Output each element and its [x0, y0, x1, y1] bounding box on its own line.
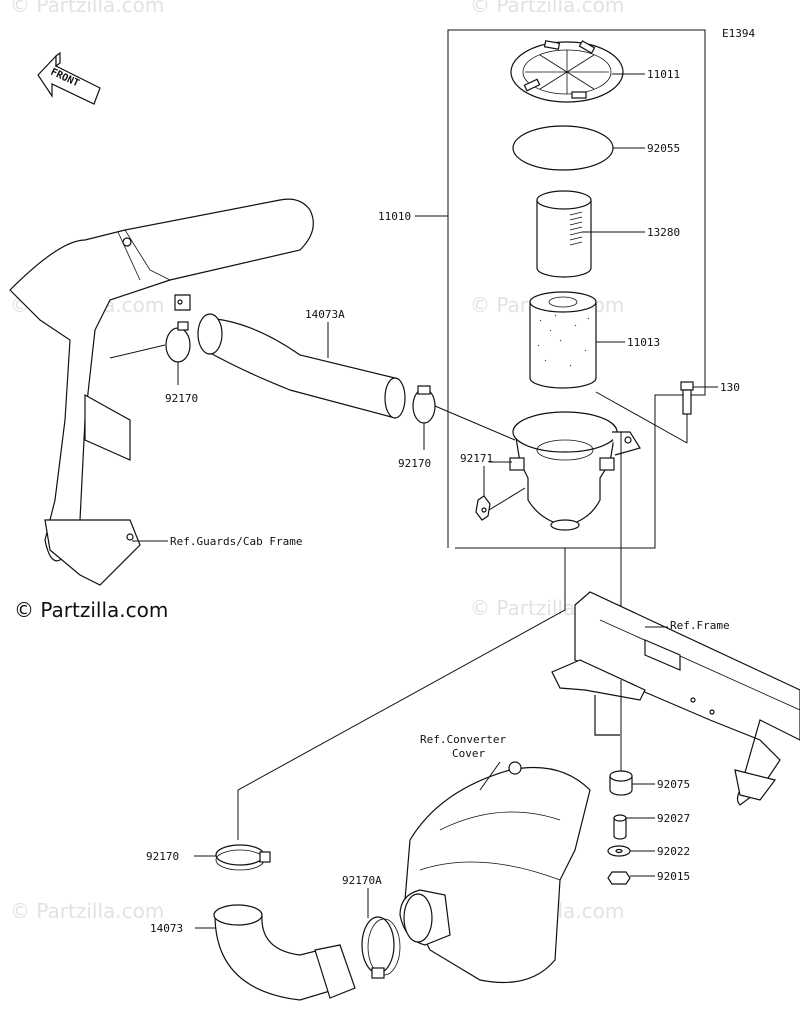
label-14073A: 14073A	[305, 308, 345, 321]
converter-cover	[399, 761, 591, 983]
assembly-box-11010	[447, 29, 706, 549]
ref-guards-cab-frame: Ref.Guards/Cab Frame	[170, 535, 302, 548]
frame-main	[551, 591, 800, 806]
diagram-code: E1394	[722, 27, 755, 40]
front-arrow-icon: FRONT	[37, 51, 101, 105]
ref-frame: Ref.Frame	[670, 619, 730, 632]
watermark: © Partzilla.com	[10, 0, 164, 17]
part-14073A-intake-tube	[197, 313, 406, 419]
label-92022: 92022	[657, 845, 690, 858]
label-92055: 92055	[647, 142, 680, 155]
watermark: © Partzilla.com	[470, 0, 624, 17]
ref-converter-line2: Cover	[452, 747, 485, 760]
partzilla-credit: © Partzilla.com	[14, 598, 168, 622]
ref-converter-line1: Ref.Converter	[420, 733, 506, 746]
label-92171: 92171	[460, 452, 493, 465]
label-130: 130	[720, 381, 740, 394]
part-11011-cover	[510, 40, 624, 103]
label-14073: 14073	[150, 922, 183, 935]
part-130-bolt	[680, 381, 694, 415]
frame-guards-cab	[9, 198, 314, 586]
label-92027: 92027	[657, 812, 690, 825]
part-92055-oring	[512, 125, 614, 171]
label-11011: 11011	[647, 68, 680, 81]
part-92170-clamp-left	[165, 321, 191, 363]
part-92015-nut	[607, 871, 631, 885]
label-92170-left: 92170	[165, 392, 198, 405]
part-92075-grommet	[609, 770, 633, 796]
part-92170-clamp-low	[215, 844, 271, 871]
part-11013-filter-element	[529, 291, 597, 389]
label-92170-mid: 92170	[398, 457, 431, 470]
label-92170-low: 92170	[146, 850, 179, 863]
part-13280-inner-filter	[536, 190, 592, 278]
label-92015: 92015	[657, 870, 690, 883]
label-13280: 13280	[647, 226, 680, 239]
label-92170A: 92170A	[342, 874, 382, 887]
part-92171-clip	[475, 495, 491, 521]
label-11010: 11010	[378, 210, 411, 223]
watermark: © Partzilla.com	[10, 899, 164, 923]
part-14073-intake-tube	[213, 904, 356, 1001]
label-92075: 92075	[657, 778, 690, 791]
part-airbox-housing	[509, 411, 641, 531]
label-11013: 11013	[627, 336, 660, 349]
part-92027-collar	[613, 814, 627, 840]
part-92170-clamp-mid	[412, 385, 436, 424]
part-92022-washer	[607, 845, 631, 857]
part-92170A-clamp	[361, 916, 401, 979]
